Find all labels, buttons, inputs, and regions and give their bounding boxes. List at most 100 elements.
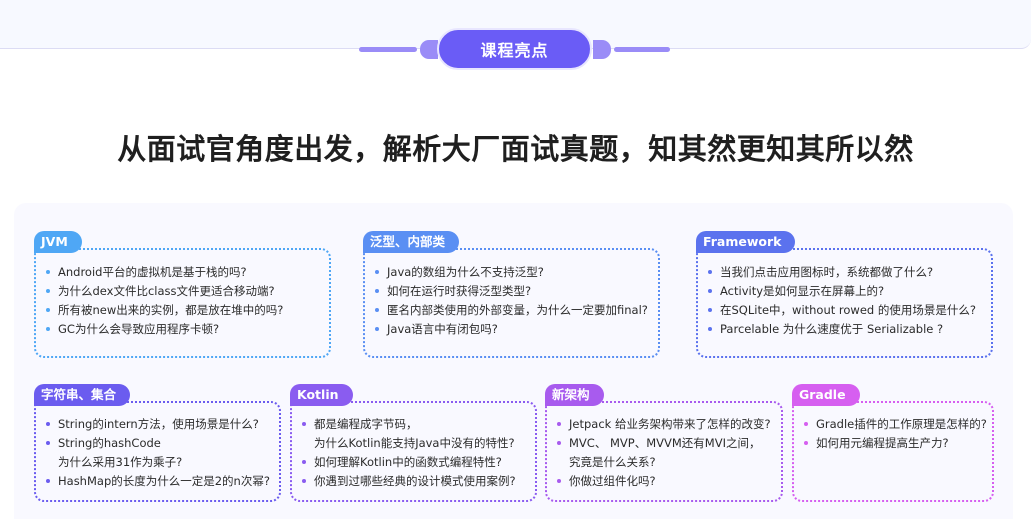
question-item: Jetpack 给业务架构带来了怎样的改变?	[555, 415, 779, 434]
bullet-dot-icon	[708, 308, 712, 312]
question-text: GC为什么会导致应用程序卡顿?	[58, 322, 220, 336]
question-list: String的intern方法，使用场景是什么? String的hashCode 为…	[44, 415, 277, 491]
question-text: String的hashCode	[58, 436, 161, 450]
question-item: 如何在运行时获得泛型类型?	[373, 282, 656, 301]
question-item: 如何理解Kotlin中的函数式编程特性?	[300, 453, 533, 472]
bullet-dot-icon	[708, 289, 712, 293]
question-text: HashMap的长度为什么一定是2的n次幂?	[58, 474, 270, 488]
question-item: Activity是如何显示在屏幕上的?	[706, 282, 989, 301]
card-tab-kotlin: Kotlin	[290, 384, 353, 406]
bullet-dot-icon	[804, 441, 808, 445]
card-tab-framework: Framework	[696, 231, 796, 253]
question-text: 都是编程成字节码，	[314, 417, 418, 431]
question-list: Java的数组为什么不支持泛型? 如何在运行时获得泛型类型? 匿名内部类使用的外部变…	[373, 263, 656, 339]
question-item: 如何用元编程提高生产力?	[802, 434, 990, 453]
question-text: 当我们点击应用图标时，系统都做了什么?	[720, 265, 934, 279]
question-text: String的intern方法，使用场景是什么?	[58, 417, 259, 431]
question-text: 如何用元编程提高生产力?	[816, 436, 949, 450]
question-text: Activity是如何显示在屏幕上的?	[720, 284, 885, 298]
section-header: 课程亮点	[0, 28, 1031, 70]
question-list: Jetpack 给业务架构带来了怎样的改变? MVC、 MVP、MVVM还有MVI…	[555, 415, 779, 491]
question-text: 为什么Kotlin能支持Java中没有的特性?	[314, 436, 515, 450]
question-text: 你遇到过哪些经典的设计模式使用案例?	[314, 474, 516, 488]
question-item: String的intern方法，使用场景是什么?	[44, 415, 277, 434]
question-text: 为什么dex文件比class文件更适合移动端?	[58, 284, 275, 298]
bullet-dot-icon	[46, 289, 50, 293]
question-item: Gradle插件的工作原理是怎样的?	[802, 415, 990, 434]
question-list: Android平台的虚拟机是基于栈的吗? 为什么dex文件比class文件更适合移…	[44, 263, 327, 339]
question-item: String的hashCode 为什么采用31作为乘子?	[44, 434, 277, 472]
card-framework: Framework 当我们点击应用图标时，系统都做了什么? Activity是如何…	[696, 231, 993, 358]
bullet-dot-icon	[46, 479, 50, 483]
bullet-dot-icon	[302, 422, 306, 426]
question-item: Java的数组为什么不支持泛型?	[373, 263, 656, 282]
question-list: 当我们点击应用图标时，系统都做了什么? Activity是如何显示在屏幕上的? 在S…	[706, 263, 989, 339]
card-tab-gradle: Gradle	[792, 384, 860, 406]
question-text: 匿名内部类使用的外部变量，为什么一定要加final?	[387, 303, 648, 317]
bullet-dot-icon	[557, 479, 561, 483]
card-tab-strings-collections: 字符串、集合	[34, 384, 131, 406]
question-item: 当我们点击应用图标时，系统都做了什么?	[706, 263, 989, 282]
right-decoration-cap	[593, 40, 611, 59]
section-badge: 课程亮点	[437, 28, 592, 70]
question-text: Jetpack 给业务架构带来了怎样的改变?	[569, 417, 771, 431]
card-generics: 泛型、内部类 Java的数组为什么不支持泛型? 如何在运行时获得泛型类型? 匿名内部…	[363, 231, 660, 358]
card-tab-jvm: JVM	[34, 231, 82, 253]
question-item: Java语言中有闭包吗?	[373, 320, 656, 339]
question-text: 如何理解Kotlin中的函数式编程特性?	[314, 455, 502, 469]
page-headline: 从面试官角度出发，解析大厂面试真题，知其然更知其所以然	[117, 132, 914, 166]
question-item: 你遇到过哪些经典的设计模式使用案例?	[300, 472, 533, 491]
question-item: 你做过组件化吗?	[555, 472, 779, 491]
question-text: 所有被new出来的实例，都是放在堆中的吗?	[58, 303, 284, 317]
bullet-dot-icon	[46, 270, 50, 274]
bullet-dot-icon	[708, 270, 712, 274]
question-text: Parcelable 为什么速度优于 Serializable ?	[720, 322, 944, 336]
bullet-dot-icon	[375, 270, 379, 274]
bullet-dot-icon	[46, 422, 50, 426]
card-strings-collections: 字符串、集合 String的intern方法，使用场景是什么? String的ha…	[34, 384, 281, 502]
question-list: Gradle插件的工作原理是怎样的? 如何用元编程提高生产力?	[802, 415, 990, 453]
bullet-dot-icon	[46, 441, 50, 445]
left-decoration-line	[359, 47, 417, 52]
question-text: 在SQLite中，without rowed 的使用场景是什么?	[720, 303, 976, 317]
question-text: 究竟是什么关系?	[569, 455, 656, 469]
card-tab-generics: 泛型、内部类	[363, 231, 460, 253]
question-item: MVC、 MVP、MVVM还有MVI之间， 究竟是什么关系?	[555, 434, 779, 472]
left-decoration-cap	[420, 40, 438, 59]
card-new-architecture: 新架构 Jetpack 给业务架构带来了怎样的改变? MVC、 MVP、MVVM还…	[545, 384, 783, 502]
bullet-dot-icon	[375, 289, 379, 293]
bullet-dot-icon	[375, 308, 379, 312]
bullet-dot-icon	[375, 327, 379, 331]
highlights-panel	[14, 203, 1013, 519]
question-item: HashMap的长度为什么一定是2的n次幂?	[44, 472, 277, 491]
question-text: Java的数组为什么不支持泛型?	[387, 265, 544, 279]
question-item: 所有被new出来的实例，都是放在堆中的吗?	[44, 301, 327, 320]
bullet-dot-icon	[708, 327, 712, 331]
question-text: Java语言中有闭包吗?	[387, 322, 498, 336]
card-tab-new-architecture: 新架构	[545, 384, 604, 406]
question-text: 如何在运行时获得泛型类型?	[387, 284, 532, 298]
question-text: 为什么采用31作为乘子?	[58, 455, 183, 469]
bullet-dot-icon	[46, 327, 50, 331]
bullet-dot-icon	[302, 479, 306, 483]
question-text: Android平台的虚拟机是基于栈的吗?	[58, 265, 247, 279]
bullet-dot-icon	[557, 422, 561, 426]
question-text: 你做过组件化吗?	[569, 474, 656, 488]
question-item: 匿名内部类使用的外部变量，为什么一定要加final?	[373, 301, 656, 320]
question-item: 在SQLite中，without rowed 的使用场景是什么?	[706, 301, 989, 320]
card-jvm: JVM Android平台的虚拟机是基于栈的吗? 为什么dex文件比class文件…	[34, 231, 331, 358]
question-item: 都是编程成字节码， 为什么Kotlin能支持Java中没有的特性?	[300, 415, 533, 453]
question-text: Gradle插件的工作原理是怎样的?	[816, 417, 987, 431]
question-text: MVC、 MVP、MVVM还有MVI之间，	[569, 436, 761, 450]
card-kotlin: Kotlin 都是编程成字节码， 为什么Kotlin能支持Java中没有的特性? 如…	[290, 384, 537, 502]
card-gradle: Gradle Gradle插件的工作原理是怎样的? 如何用元编程提高生产力?	[792, 384, 994, 502]
bullet-dot-icon	[804, 422, 808, 426]
question-item: GC为什么会导致应用程序卡顿?	[44, 320, 327, 339]
question-list: 都是编程成字节码， 为什么Kotlin能支持Java中没有的特性? 如何理解Kotl…	[300, 415, 533, 491]
question-item: 为什么dex文件比class文件更适合移动端?	[44, 282, 327, 301]
question-item: Parcelable 为什么速度优于 Serializable ?	[706, 320, 989, 339]
bullet-dot-icon	[557, 441, 561, 445]
bullet-dot-icon	[46, 308, 50, 312]
right-decoration-line	[614, 47, 670, 52]
bullet-dot-icon	[302, 460, 306, 464]
